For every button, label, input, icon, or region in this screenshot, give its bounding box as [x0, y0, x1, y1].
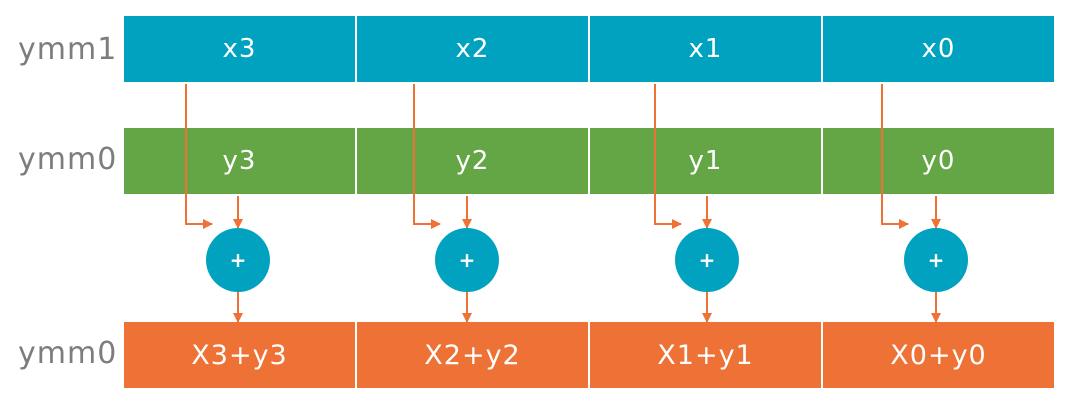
- arrow-x2-to-adder: [413, 84, 441, 229]
- register-label-ymm0-source: ymm0: [18, 142, 118, 177]
- result-lane-1: X1+y1: [588, 322, 821, 388]
- arrow-x3-to-adder: [185, 84, 213, 229]
- y-lane-1: y1: [588, 128, 821, 194]
- y-lane-2: y2: [355, 128, 588, 194]
- adder-lane-3: +: [206, 228, 270, 292]
- arrow-x0-to-adder: [881, 84, 909, 229]
- result-lane-3: X3+y3: [124, 322, 355, 388]
- register-label-ymm0-result: ymm0: [18, 336, 118, 371]
- y-lane-3: y3: [124, 128, 355, 194]
- result-register-row: X3+y3 X2+y2 X1+y1 X0+y0: [124, 322, 1054, 388]
- x-register-row: x3 x2 x1 x0: [124, 16, 1054, 82]
- result-lane-0: X0+y0: [821, 322, 1054, 388]
- x-lane-0: x0: [821, 16, 1054, 82]
- x-lane-1: x1: [588, 16, 821, 82]
- x-lane-3: x3: [124, 16, 355, 82]
- arrow-x1-to-adder: [654, 84, 682, 229]
- y-register-row: y3 y2 y1 y0: [124, 128, 1054, 194]
- result-lane-2: X2+y2: [355, 322, 588, 388]
- y-lane-0: y0: [821, 128, 1054, 194]
- adder-lane-0: +: [904, 228, 968, 292]
- adder-lane-2: +: [435, 228, 499, 292]
- register-label-ymm1: ymm1: [18, 32, 118, 67]
- adder-lane-1: +: [675, 228, 739, 292]
- x-lane-2: x2: [355, 16, 588, 82]
